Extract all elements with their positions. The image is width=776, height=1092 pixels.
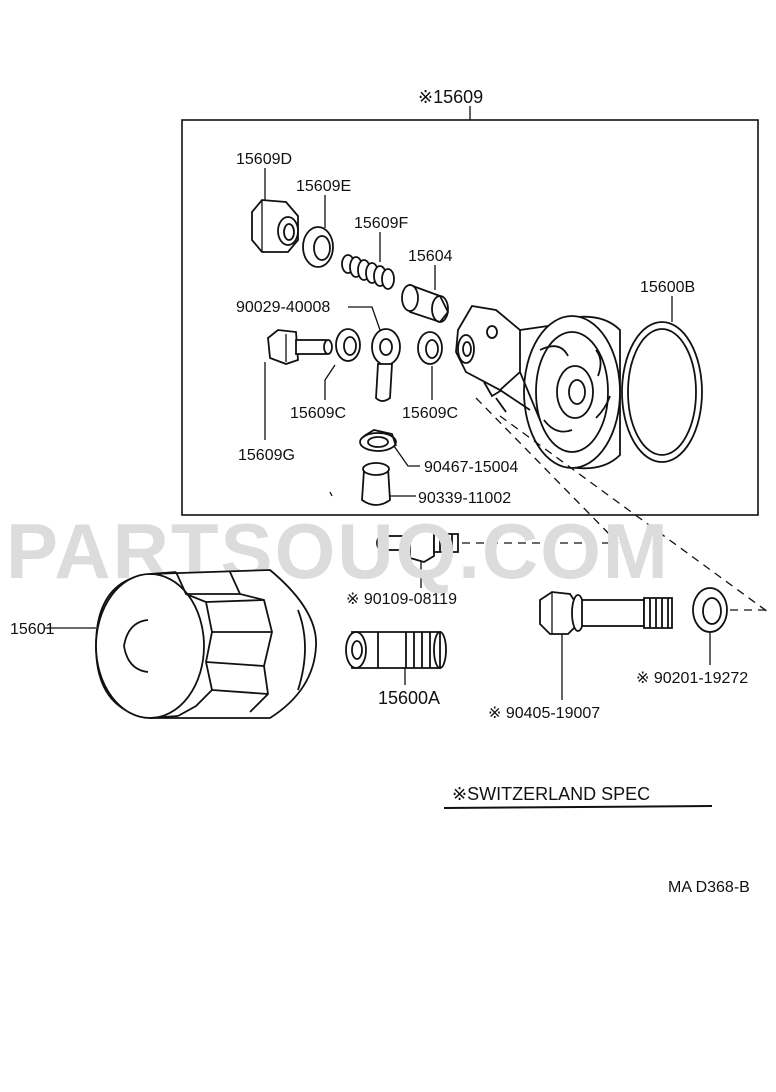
label-90201-19272[interactable]: ※ 90201-19272	[636, 670, 748, 687]
part-15604[interactable]	[401, 283, 450, 324]
part-15609C-right[interactable]	[417, 331, 443, 365]
part-15609C-left[interactable]	[335, 328, 361, 362]
part-15601[interactable]	[95, 569, 317, 719]
label-90029-40008[interactable]: 90029-40008	[236, 299, 330, 316]
part-15609D[interactable]	[251, 199, 299, 253]
part-90201-19272[interactable]	[692, 587, 728, 633]
legend-underline	[443, 805, 713, 809]
part-15600A[interactable]	[345, 631, 447, 669]
label-15609E[interactable]: 15609E	[296, 178, 351, 195]
label-15609G[interactable]: 15609G	[238, 447, 295, 464]
label-15609[interactable]: ※15609	[418, 87, 483, 107]
part-15600B[interactable]	[455, 305, 703, 470]
drawing-code: MA D368-B	[668, 879, 750, 896]
part-90109-08119[interactable]	[376, 525, 459, 563]
label-15609D[interactable]: 15609D	[236, 151, 292, 168]
label-15609C-right[interactable]: 15609C	[402, 405, 458, 422]
part-90467-15004[interactable]	[359, 429, 397, 452]
part-90339-11002[interactable]	[361, 462, 391, 506]
legend-switzerland-spec: ※SWITZERLAND SPEC	[452, 784, 650, 804]
assembly-line-2	[475, 397, 619, 544]
label-15601[interactable]: 15601	[10, 621, 55, 638]
label-90339-11002[interactable]: 90339-11002	[418, 490, 511, 507]
label-90467-15004[interactable]: 90467-15004	[424, 459, 518, 476]
label-15600A[interactable]: 15600A	[378, 688, 440, 708]
part-15609F[interactable]	[341, 254, 395, 290]
part-15609G[interactable]	[267, 329, 333, 365]
label-15609F[interactable]: 15609F	[354, 215, 408, 232]
label-90109-08119[interactable]: ※ 90109-08119	[346, 591, 457, 608]
part-15609E[interactable]	[302, 226, 334, 268]
label-90405-19007[interactable]: ※ 90405-19007	[488, 705, 600, 722]
part-90029-40008[interactable]	[371, 328, 401, 402]
watermark: PARTSOUQ.COM	[6, 507, 670, 595]
label-15609C-left[interactable]: 15609C	[290, 405, 346, 422]
part-90405-19007[interactable]	[539, 591, 673, 635]
label-15604[interactable]: 15604	[408, 248, 453, 265]
label-15600B[interactable]: 15600B	[640, 279, 695, 296]
